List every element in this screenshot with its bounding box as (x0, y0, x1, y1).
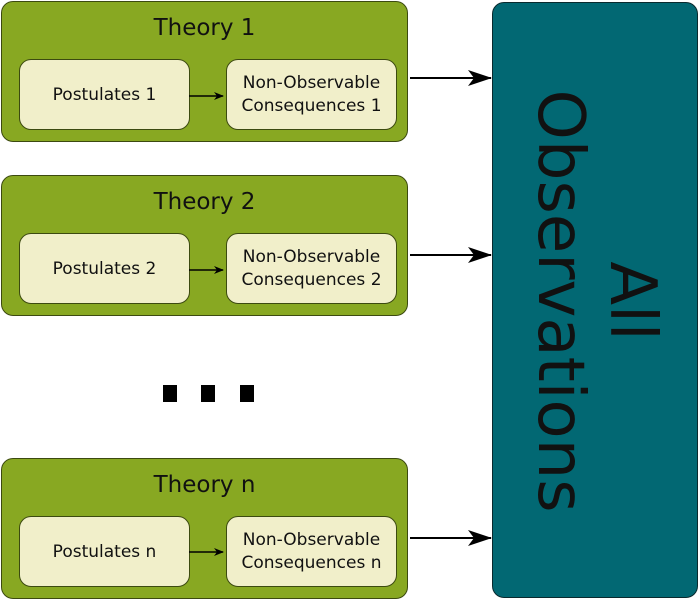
theory-2-box: Theory 2 Postulates 2 Non-Observable Con… (1, 175, 408, 316)
postulates-1-box: Postulates 1 (19, 59, 190, 130)
consequences-n-line1: Non-Observable (242, 529, 381, 550)
postulates-2-box: Postulates 2 (19, 233, 190, 304)
observations-line1: All (595, 261, 669, 341)
consequences-1-box: Non-Observable Consequences 1 (226, 59, 397, 130)
ellipsis (163, 385, 254, 402)
consequences-2-line2: Consequences 2 (241, 269, 382, 290)
consequences-n-box: Non-Observable Consequences n (226, 516, 397, 587)
postulates-n-box: Postulates n (19, 516, 190, 587)
observations-label: All Observations (523, 21, 669, 581)
consequences-2-box: Non-Observable Consequences 2 (226, 233, 397, 304)
observations-line2: Observations (523, 89, 597, 513)
ellipsis-dot-2 (201, 385, 215, 402)
ellipsis-dot-3 (240, 385, 254, 402)
theory-1-title: Theory 1 (153, 15, 256, 41)
ellipsis-dot-1 (163, 385, 177, 402)
consequences-1-line2: Consequences 1 (241, 95, 382, 116)
consequences-n-line2: Consequences n (241, 552, 382, 573)
theory-n-title: Theory n (153, 472, 256, 498)
theory-n-box: Theory n Postulates n Non-Observable Con… (1, 458, 408, 599)
postulates-n-label: Postulates n (52, 541, 157, 562)
theory-2-title: Theory 2 (153, 189, 256, 215)
postulates-2-label: Postulates 2 (52, 258, 157, 279)
postulates-1-label: Postulates 1 (52, 84, 157, 105)
consequences-2-line1: Non-Observable (242, 246, 381, 267)
observations-box: All Observations (492, 2, 698, 598)
theory-1-box: Theory 1 Postulates 1 Non-Observable Con… (1, 1, 408, 142)
consequences-1-line1: Non-Observable (242, 72, 381, 93)
